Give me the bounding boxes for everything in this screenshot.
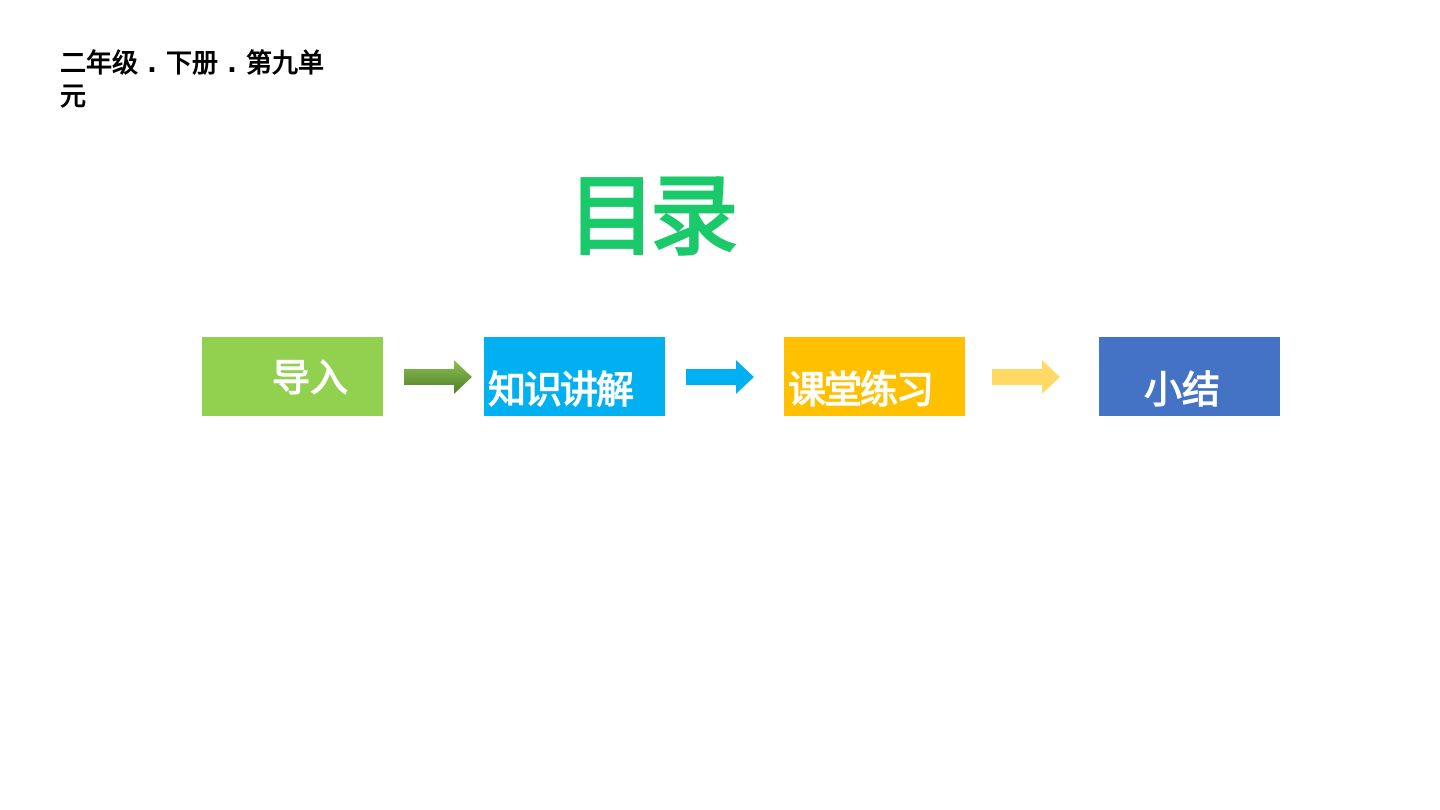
page-title: 目录 — [568, 165, 738, 268]
step-button-summary[interactable]: 小结 — [1099, 337, 1280, 416]
arrow-right-icon — [404, 360, 472, 394]
arrow-right-icon — [686, 360, 754, 394]
step-label-summary: 小结 — [1144, 368, 1221, 412]
arrow-right-icon — [992, 360, 1060, 394]
step-button-knowledge[interactable]: 知识讲解 — [484, 337, 665, 416]
step-label-practice: 课堂练习 — [788, 368, 934, 412]
page-header-title: 二年级 . 下册 . 第九单元 — [60, 49, 324, 112]
step-button-practice[interactable]: 课堂练习 — [784, 337, 965, 416]
step-button-intro[interactable]: 导入 — [202, 337, 383, 416]
step-label-knowledge: 知识讲解 — [488, 368, 634, 412]
step-label-intro: 导入 — [272, 356, 349, 400]
